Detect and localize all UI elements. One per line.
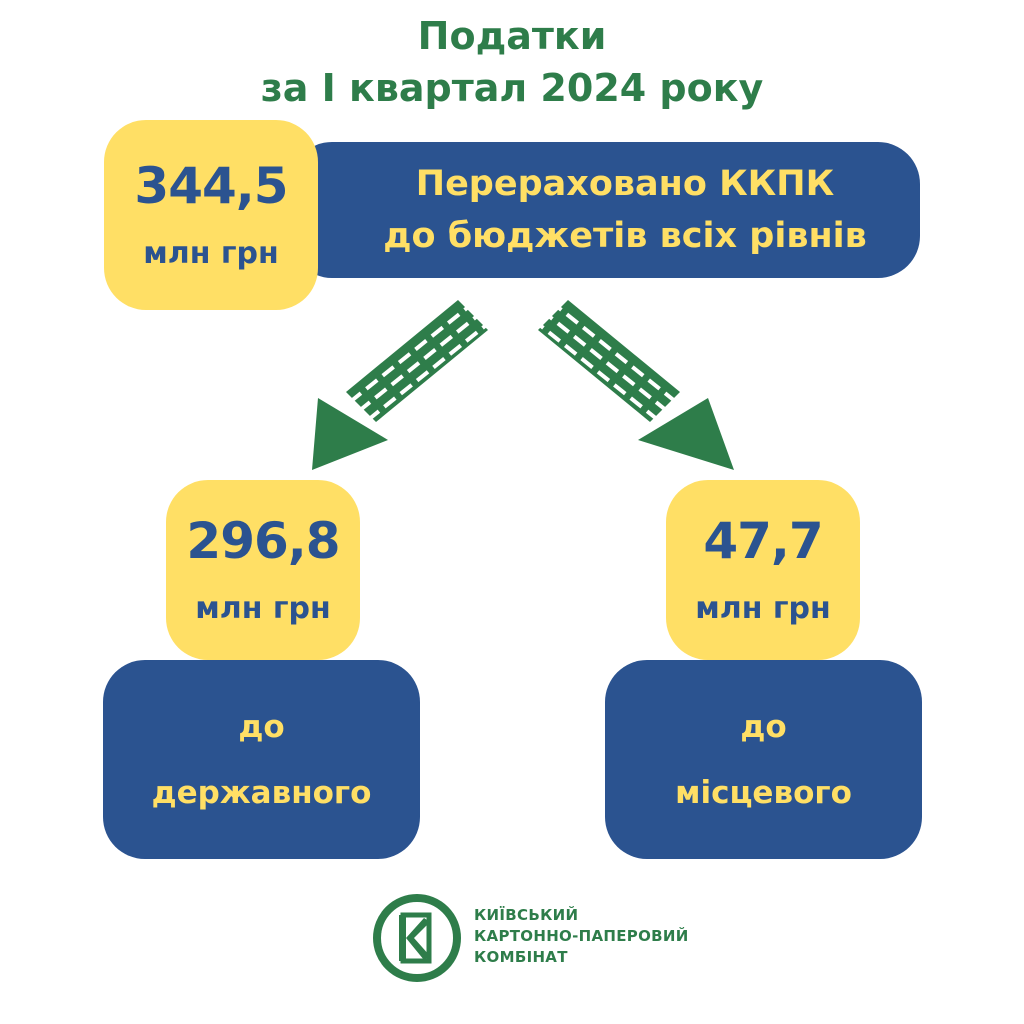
total-unit: млн грн	[143, 236, 279, 271]
local-unit: млн грн	[695, 591, 831, 626]
total-value-box: 344,5 млн грн	[104, 120, 318, 310]
state-label-line-1: до	[238, 708, 285, 745]
arrow-down-right-icon	[538, 300, 734, 470]
local-label-box: до місцевого	[605, 660, 922, 859]
title-line-1: Податки	[417, 14, 607, 58]
company-name-line-3: КОМБІНАТ	[474, 948, 568, 966]
total-label-box: Перераховано ККПК до бюджетів всіх рівні…	[290, 142, 920, 278]
state-unit: млн грн	[195, 591, 331, 626]
kkpk-logo-icon	[373, 894, 461, 982]
company-name-line-1: КИЇВСЬКИЙ	[474, 906, 579, 924]
local-label-line-2: місцевого	[675, 774, 852, 811]
company-name-line-2: КАРТОННО-ПАПЕРОВИЙ	[474, 927, 689, 945]
state-value-box: 296,8 млн грн	[166, 480, 360, 660]
arrow-left-head	[312, 398, 388, 470]
local-value-box: 47,7 млн грн	[666, 480, 860, 660]
state-label-line-2: державного	[151, 774, 372, 811]
local-value: 47,7	[703, 512, 823, 570]
state-value: 296,8	[186, 512, 340, 570]
arrow-right-head	[638, 398, 734, 470]
total-label-line-2: до бюджетів всіх рівнів	[383, 216, 867, 256]
state-label-box: до державного	[103, 660, 420, 859]
total-label-line-1: Перераховано ККПК	[415, 164, 835, 204]
arrow-down-left-icon	[312, 300, 488, 470]
total-value: 344,5	[134, 157, 288, 215]
local-label-line-1: до	[740, 708, 787, 745]
title-line-2: за I квартал 2024 року	[260, 66, 764, 110]
